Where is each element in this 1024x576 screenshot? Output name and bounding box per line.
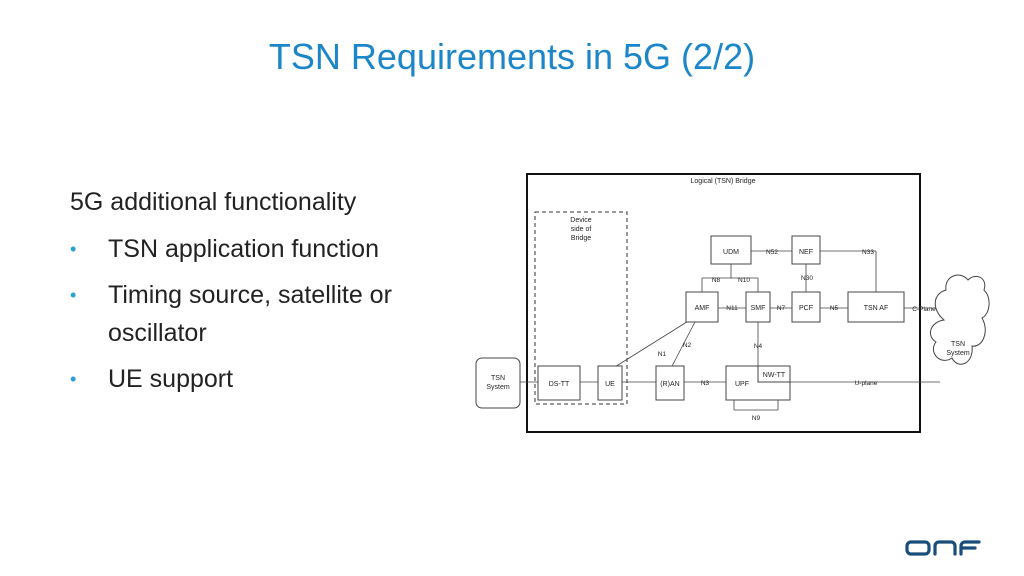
bullet-dot-icon: • (70, 369, 77, 389)
tsn-system-left-label: System (486, 384, 510, 391)
tsn-system-right-label: System (946, 350, 970, 357)
bullet-text: UE support (108, 365, 234, 393)
logical-bridge-frame (526, 173, 921, 433)
bullet-heading: 5G additional functionality (70, 188, 357, 216)
bullet-dot-icon: • (70, 239, 77, 259)
connection-lines (498, 250, 940, 411)
ue-node (597, 365, 623, 401)
smf-label: SMF (751, 305, 766, 312)
interface-n1-label: N1 (658, 351, 667, 358)
interface-n52-label: N52 (766, 249, 778, 256)
tsn-system-left-label: TSN (491, 375, 505, 382)
pcf-node (791, 291, 821, 323)
u-plane-label: U-plane (855, 380, 878, 387)
ds-tt-node (537, 365, 581, 401)
interface-n3-label: N3 (701, 380, 710, 387)
device-side-label-line: Bridge (571, 235, 591, 242)
udm-label: UDM (723, 249, 739, 256)
interface-n33-label: N33 (862, 249, 874, 256)
interface-n11-label: N11 (726, 305, 738, 312)
nef-node (791, 235, 821, 265)
bullet-item: • UE support (70, 360, 470, 398)
ran-node (655, 365, 685, 401)
bullet-dot-icon: • (70, 285, 77, 305)
device-side-label-line: side of (571, 226, 592, 233)
logo-text: onf (905, 536, 907, 537)
tsn-af-node (847, 291, 905, 323)
interface-n9-label: N9 (752, 415, 761, 422)
interface-n2-label: N2 (683, 342, 692, 349)
bullet-item: • TSN application function (70, 230, 470, 268)
amf-label: AMF (695, 305, 710, 312)
nef-label: NEF (799, 249, 813, 256)
interface-n7-label: N7 (777, 305, 786, 312)
bridge-label: Logical (TSN) Bridge (691, 178, 756, 185)
tsn-system-cloud (929, 274, 990, 365)
slide-title: TSN Requirements in 5G (2/2) (268, 36, 756, 77)
interface-n8-label: N8 (712, 277, 721, 284)
bullet-list: 5G additional functionality • TSN applic… (70, 182, 470, 398)
tsn-5g-architecture-diagram: Logical (TSN) Bridge Device side of Brid… (475, 173, 990, 433)
amf-node (685, 291, 719, 323)
bullet-text: Timing source, satellite or oscillator (108, 281, 392, 347)
interface-n4-label: N4 (754, 343, 763, 350)
upf-label: UPF (735, 381, 749, 388)
tsn-system-right-label: TSN (951, 341, 965, 348)
interface-n10-label: N10 (738, 277, 750, 284)
bullet-text: TSN application function (108, 235, 379, 263)
interface-n30-label: N30 (801, 275, 813, 282)
device-side-label-line: Device (570, 217, 592, 224)
udm-node (710, 235, 752, 265)
bullet-item: • Timing source, satellite or oscillator (70, 276, 470, 352)
pcf-label: PCF (799, 305, 813, 312)
tsn-af-label: TSN AF (864, 305, 889, 312)
tsn-system-left-box (475, 357, 521, 409)
ran-label: (R)AN (660, 381, 679, 388)
nw-tt-label: NW-TT (763, 372, 786, 379)
smf-node (745, 291, 771, 323)
ue-label: UE (605, 381, 615, 388)
device-side-box (534, 211, 628, 405)
onf-logo: onf (905, 536, 981, 556)
ds-tt-label: DS-TT (549, 381, 570, 388)
c-plane-label: C-Plane (912, 306, 936, 313)
interface-n5-label: N5 (830, 305, 839, 312)
nw-tt-node (757, 365, 791, 383)
